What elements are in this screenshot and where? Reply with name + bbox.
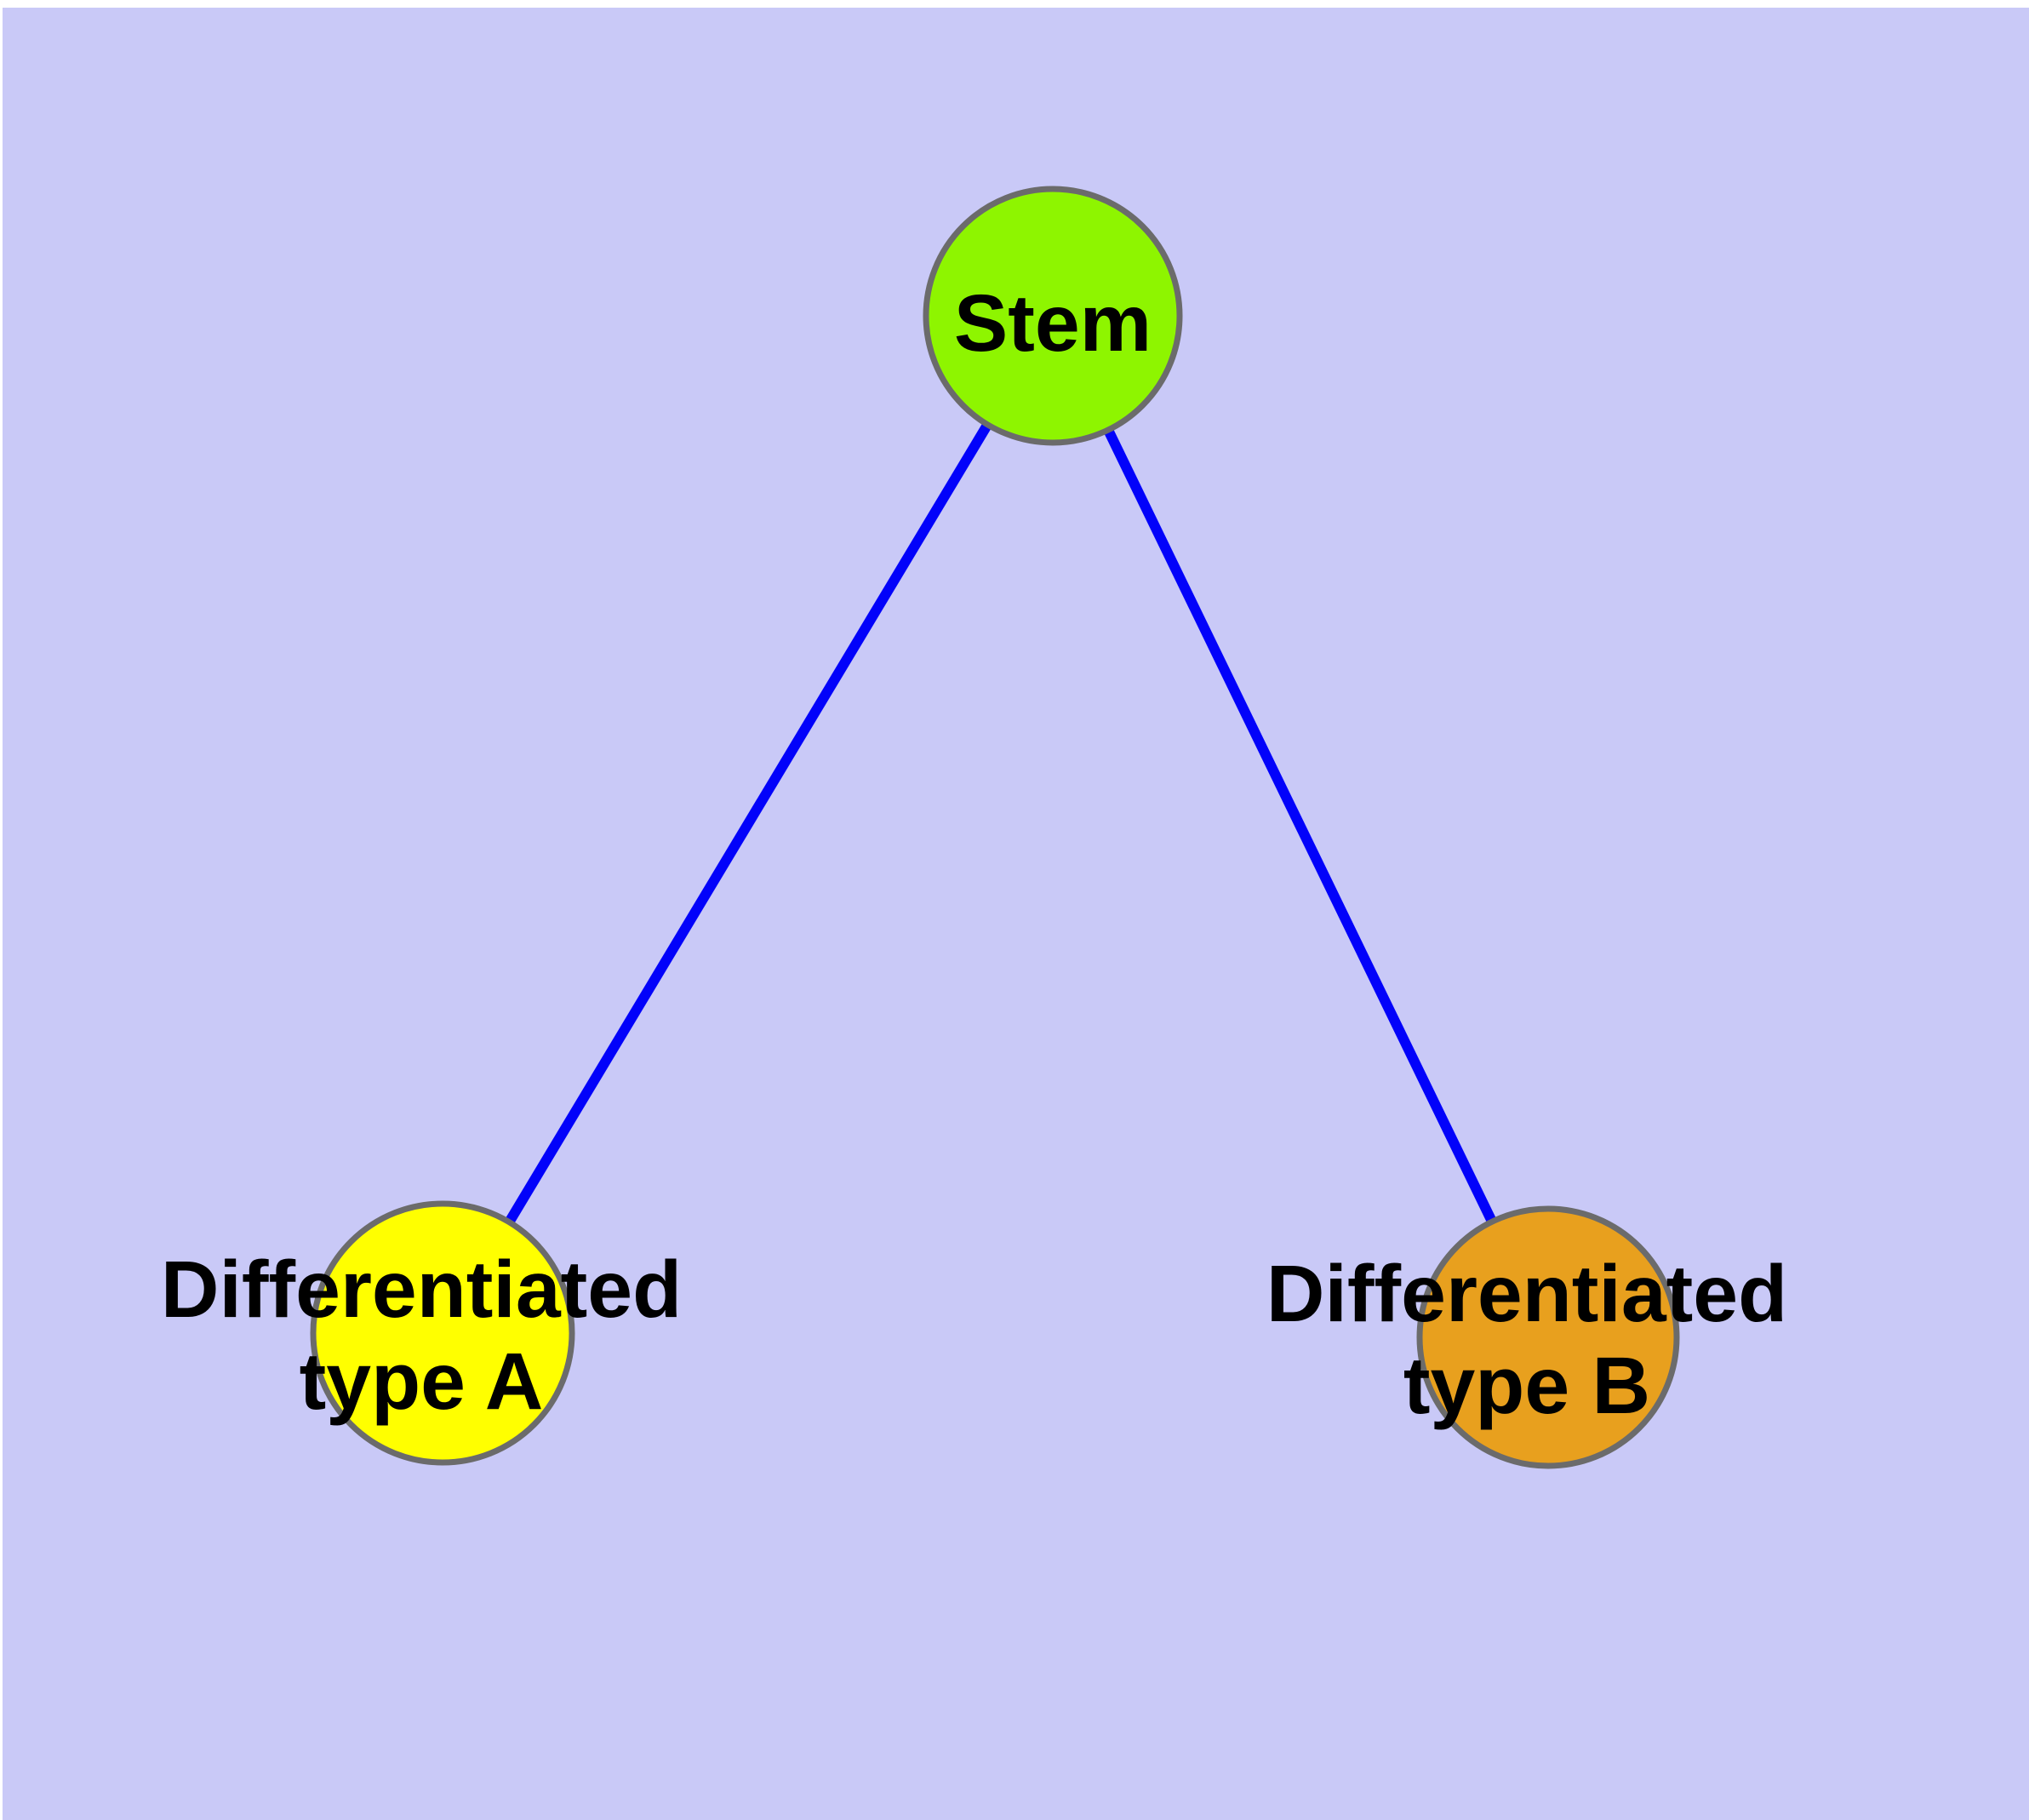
node-differentiated-type-a: Differentiated type A — [161, 1200, 682, 1466]
type-b-node-circle — [1416, 1205, 1680, 1469]
type-a-node-circle — [310, 1200, 575, 1466]
edge-stem-to-type-b — [1048, 313, 1553, 1340]
node-differentiated-type-b: Differentiated type B — [1266, 1205, 1787, 1469]
node-stem: Stem — [923, 186, 1183, 446]
stem-node-label: Stem — [954, 278, 1152, 369]
type-b-label-line-1: Differentiated — [1266, 1249, 1787, 1339]
type-a-label-line-2: type A — [300, 1336, 544, 1427]
stem-node-circle — [923, 186, 1183, 446]
type-b-label-line-2: type B — [1403, 1341, 1650, 1431]
type-a-label-line-1: Differentiated — [161, 1245, 682, 1335]
edge-stem-to-type-a — [437, 312, 1058, 1336]
